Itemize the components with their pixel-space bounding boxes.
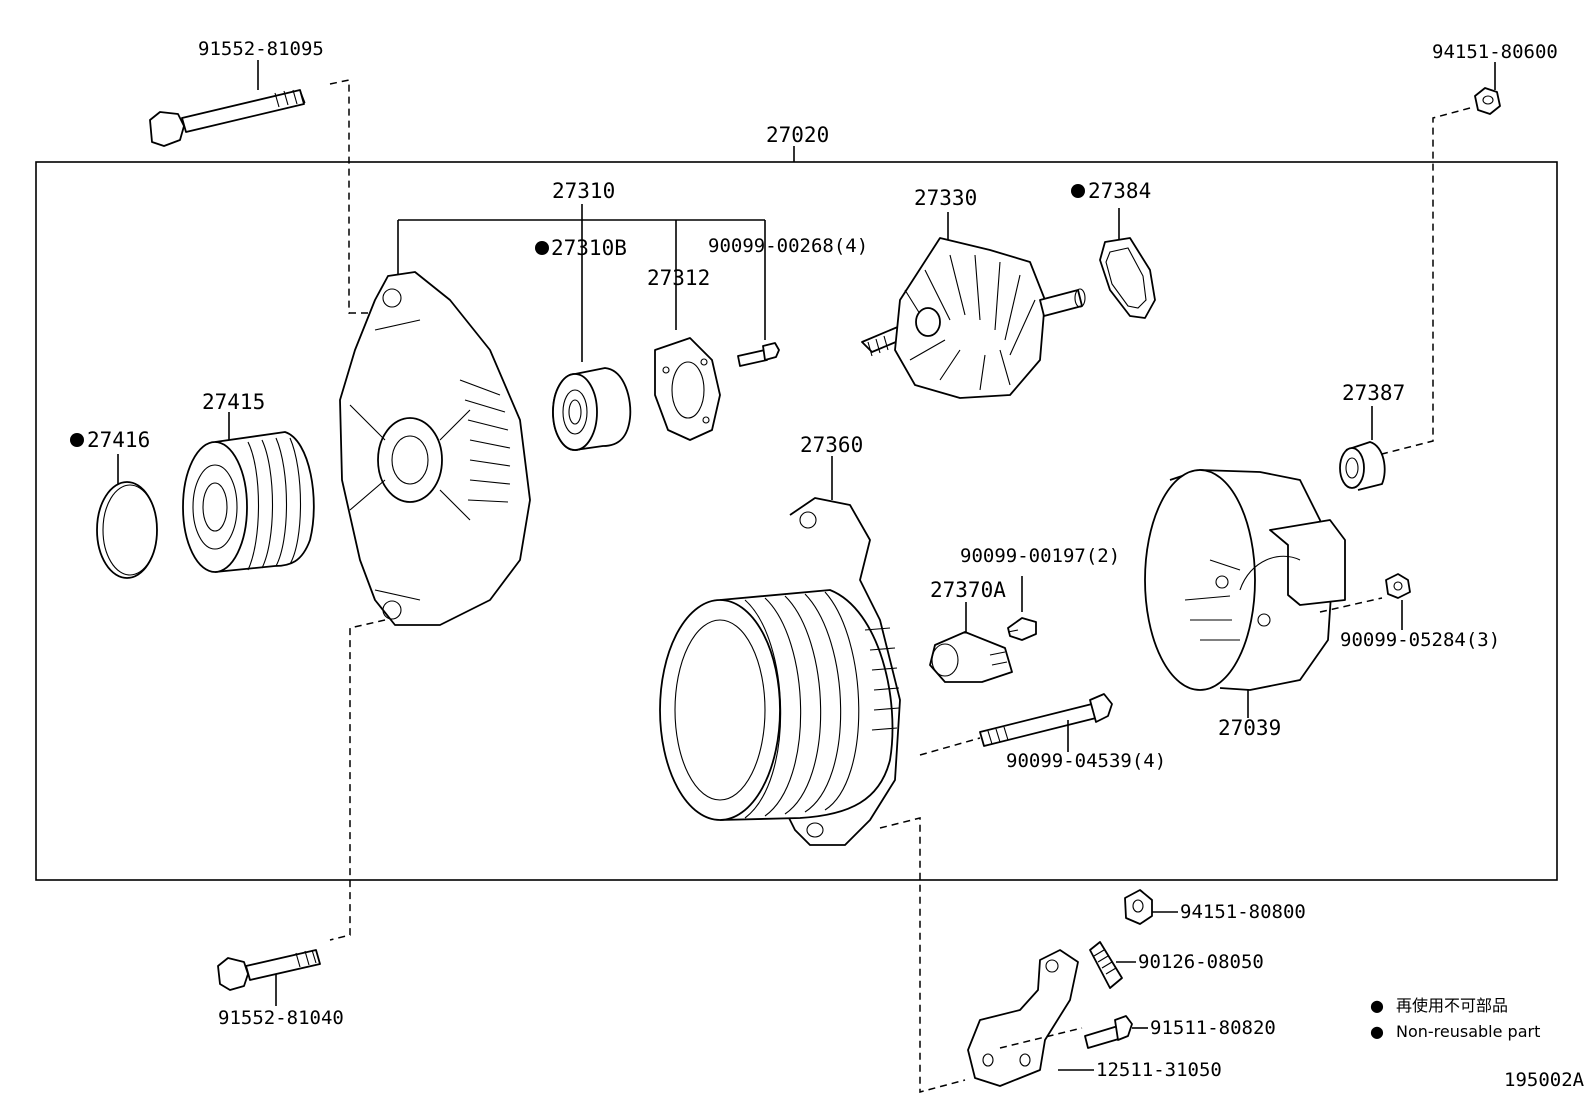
bearing-27310B xyxy=(552,367,632,451)
label-27384: 27384 xyxy=(1088,179,1151,203)
retainer-plate-27312 xyxy=(654,337,721,441)
label-27039: 27039 xyxy=(1218,716,1281,740)
label-27310: 27310 xyxy=(552,179,615,203)
bolt-90099-04539 xyxy=(979,693,1113,752)
nut-90099-05284 xyxy=(1385,573,1411,630)
label-90099-00268: 90099-00268(4) xyxy=(708,235,868,257)
label-27310B: 27310B xyxy=(551,236,627,260)
label-27312: 27312 xyxy=(647,266,710,290)
rotor-27330 xyxy=(861,212,1086,399)
pulley-27415 xyxy=(182,412,315,573)
brush-holder-27370A xyxy=(929,602,1013,683)
screw-90099-00197 xyxy=(1007,576,1037,641)
insulator-27387 xyxy=(1339,406,1386,491)
nonreusable-marker xyxy=(70,433,84,447)
label-90099-00197: 90099-00197(2) xyxy=(960,545,1120,567)
bracket-group xyxy=(967,889,1178,1087)
legend-bullet-2: ● xyxy=(1370,1022,1384,1041)
nonreusable-marker xyxy=(1071,184,1085,198)
cover-27384 xyxy=(1099,208,1156,319)
legend-english: Non-reusable part xyxy=(1396,1022,1540,1041)
label-90099-05284: 90099-05284(3) xyxy=(1340,629,1500,651)
legend-japanese: 再使用不可部品 xyxy=(1396,996,1508,1015)
legend-bullet-1: ● xyxy=(1370,996,1384,1015)
legend: ● 再使用不可部品 ● Non-reusable part xyxy=(1370,996,1540,1041)
bolt-91552-81095 xyxy=(149,60,385,314)
label-91552-81040: 91552-81040 xyxy=(218,1007,344,1029)
stator-27360 xyxy=(659,456,981,1093)
bolt-91552-81040 xyxy=(217,619,386,1006)
part-labels: 91552-81095 94151-80600 27020 27310 2731… xyxy=(70,38,1585,1091)
drive-end-frame-27310 xyxy=(339,204,766,626)
assembly-frame xyxy=(35,161,1558,881)
cap-27416 xyxy=(96,454,158,579)
label-91552-81095: 91552-81095 xyxy=(198,38,324,60)
label-27360: 27360 xyxy=(800,433,863,457)
label-94151-80800: 94151-80800 xyxy=(1180,901,1306,923)
label-94151-80600: 94151-80600 xyxy=(1432,41,1558,63)
nonreusable-marker xyxy=(535,241,549,255)
label-27020: 27020 xyxy=(766,123,829,147)
label-12511-31050: 12511-31050 xyxy=(1096,1059,1222,1081)
label-27415: 27415 xyxy=(202,390,265,414)
nut-94151-80600 xyxy=(1381,62,1501,455)
rear-end-cover-27039 xyxy=(1144,469,1383,718)
label-27416: 27416 xyxy=(87,428,150,452)
label-91511-80820: 91511-80820 xyxy=(1150,1017,1276,1039)
label-27330: 27330 xyxy=(914,186,977,210)
label-27370A: 27370A xyxy=(930,578,1006,602)
figure-id: 195002A xyxy=(1504,1069,1585,1091)
label-90126-08050: 90126-08050 xyxy=(1138,951,1264,973)
screw-90099-00268 xyxy=(737,342,780,367)
label-27387: 27387 xyxy=(1342,381,1405,405)
label-90099-04539: 90099-04539(4) xyxy=(1006,750,1166,772)
